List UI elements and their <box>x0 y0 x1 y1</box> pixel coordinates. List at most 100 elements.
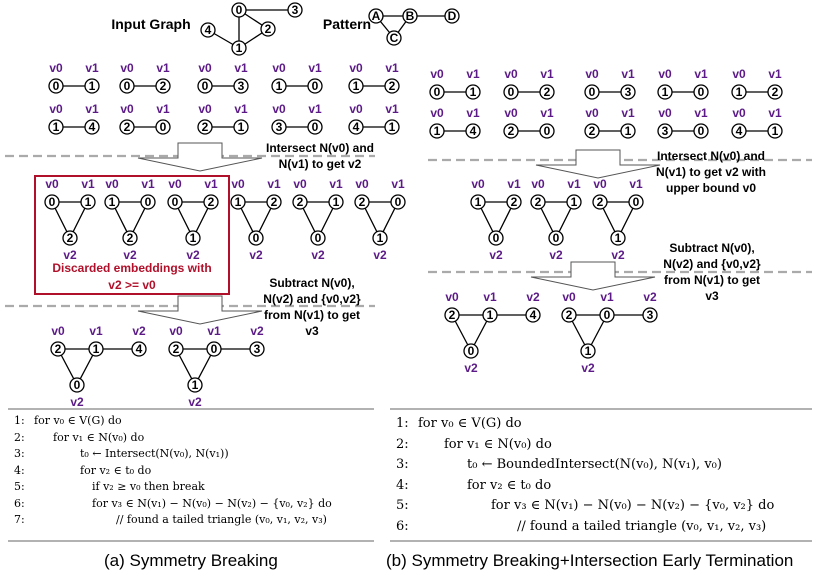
left-result-1-node-v0-label: 2 <box>173 342 180 356</box>
right-pair-9-node-b <box>767 123 783 139</box>
left-pair-0-node-b <box>84 78 100 94</box>
pattern-node-C <box>386 30 402 46</box>
right-step2-text-3: v3 <box>705 289 719 303</box>
left-tri-4-node-v0 <box>292 194 308 210</box>
left-pair-4-node-a-label: 1 <box>353 79 360 93</box>
right-pair-9-node-a <box>731 123 747 139</box>
right-result-0-node-v2-label: 0 <box>468 344 475 358</box>
left-pair-2-v1-label: v1 <box>234 61 248 75</box>
left-pair-6-node-a <box>119 119 135 135</box>
pattern-node-B <box>402 8 418 24</box>
left-pair-1-node-a-label: 0 <box>124 79 131 93</box>
right-pair-6-node-b <box>539 123 555 139</box>
right-result-0-v2-label: v2 <box>464 361 478 375</box>
left-tri-1-v1-label: v1 <box>141 177 155 191</box>
right-arrow-2 <box>530 261 656 291</box>
input-graph-node-4-label: 4 <box>205 23 212 37</box>
left-result-1-node-v1 <box>206 341 222 357</box>
left-tri-3-v1-label: v1 <box>267 177 281 191</box>
right-pair-5-v0-label: v0 <box>430 106 444 120</box>
left-tri-1-node-v0-label: 1 <box>109 195 116 209</box>
right-result-1-node-v2-label: 1 <box>585 344 592 358</box>
left-pair-9-v1-label: v1 <box>385 102 399 116</box>
left-pair-4-node-b-label: 2 <box>389 79 396 93</box>
input-graph-node-0 <box>231 2 247 18</box>
left-pair-5-node-b <box>84 119 100 135</box>
algo-line-text: for v₀ ∈ V(G) do <box>418 416 522 431</box>
input-graph-node-2 <box>260 21 276 37</box>
left-tri-3-node-v2 <box>248 230 264 246</box>
right-result-0-node-v0-label: 2 <box>449 308 456 322</box>
right-pair-6-node-b-label: 0 <box>544 124 551 138</box>
right-tri-1-node-v2-label: 0 <box>553 231 560 245</box>
left-tri-4-node-v1-label: 1 <box>333 195 340 209</box>
algo-line-text: for v₁ ∈ N(v₀) do <box>444 436 552 452</box>
left-tri-5-v2-label: v2 <box>373 248 387 262</box>
right-pair-6-node-a-label: 2 <box>508 124 515 138</box>
right-result-1-v3-col-label: v2 <box>643 290 657 304</box>
left-pair-8-node-a <box>271 119 287 135</box>
right-pair-4-node-b-label: 2 <box>772 85 779 99</box>
left-pair-3-node-b <box>307 78 323 94</box>
right-tri-1-v1-label: v1 <box>567 177 581 191</box>
right-pair-7-v1-label: v1 <box>621 106 635 120</box>
right-pair-7-v0-label: v0 <box>585 106 599 120</box>
right-tri-0-node-v0 <box>470 194 486 210</box>
left-tri-0-node-v1 <box>80 194 96 210</box>
right-pair-1-node-a-label: 0 <box>508 85 515 99</box>
right-pair-3-v0-label: v0 <box>658 67 672 81</box>
right-tri-1-node-v1-label: 1 <box>571 195 578 209</box>
left-pair-6-node-a-label: 2 <box>124 120 131 134</box>
left-pair-4-v1-label: v1 <box>385 61 399 75</box>
right-pair-2-node-b-label: 3 <box>625 85 632 99</box>
left-pair-9-node-a-label: 4 <box>353 120 360 134</box>
left-pair-5-v1-label: v1 <box>85 102 99 116</box>
right-result-0-node-v1-label: 1 <box>487 308 494 322</box>
left-tri-2-node-v1-label: 2 <box>208 195 215 209</box>
left-pair-6-node-b <box>155 119 171 135</box>
left-tri-1-node-v2 <box>122 230 138 246</box>
right-pair-5-v1-label: v1 <box>466 106 480 120</box>
left-pair-1-node-b <box>155 78 171 94</box>
left-tri-2-node-v2 <box>185 230 201 246</box>
right-pair-0-node-a <box>429 84 445 100</box>
left-tri-2-v2-label: v2 <box>186 248 200 262</box>
algo-line-text: for v₃ ∈ N(v₁) − N(v₀) − N(v₂) − {v₀, v₂… <box>92 496 332 510</box>
right-result-1-node-v2 <box>580 343 596 359</box>
right-pair-1-node-b-label: 2 <box>544 85 551 99</box>
left-result-1-node-v0 <box>168 341 184 357</box>
left-pair-0-node-a <box>48 78 64 94</box>
left-result-0-node-v0-label: 2 <box>55 342 62 356</box>
discard-box <box>34 175 230 295</box>
right-tri-2-node-v1 <box>628 194 644 210</box>
left-pair-3-node-a-label: 1 <box>276 79 283 93</box>
left-pair-7-node-a-label: 2 <box>202 120 209 134</box>
left-pair-2-v0-label: v0 <box>198 61 212 75</box>
left-tri-2-node-v2-label: 1 <box>190 231 197 245</box>
left-tri-1-node-v1 <box>140 194 156 210</box>
right-pair-5-node-a <box>429 123 445 139</box>
right-pair-4-node-b <box>767 84 783 100</box>
right-result-1-node-v1 <box>599 307 615 323</box>
left-result-0-node-v1 <box>88 341 104 357</box>
right-step2-text-1: N(v2) and {v0,v2} <box>663 257 761 271</box>
left-tri-5-v0-label: v0 <box>355 177 369 191</box>
right-pair-9-v1-label: v1 <box>768 106 782 120</box>
right-tri-1-node-v1 <box>566 194 582 210</box>
right-tri-2-node-v2-label: 1 <box>615 231 622 245</box>
input-graph-node-4 <box>200 22 216 38</box>
left-result-0-node-v1-label: 1 <box>93 342 100 356</box>
left-step2-text-0: Subtract N(v0), <box>269 276 354 290</box>
right-pair-1-node-a <box>503 84 519 100</box>
right-pair-2-node-b <box>620 84 636 100</box>
left-tri-5-node-v1 <box>390 194 406 210</box>
right-result-1-node-v0 <box>561 307 577 323</box>
left-tri-2-v1-label: v1 <box>204 177 218 191</box>
right-step2-text-2: from N(v1) to get <box>664 273 760 287</box>
left-tri-4-node-v2-label: 0 <box>315 231 322 245</box>
left-tri-3-node-v2-label: 0 <box>253 231 260 245</box>
left-pair-1-v0-label: v0 <box>120 61 134 75</box>
right-result-0-v3-col-label: v2 <box>526 290 540 304</box>
left-result-1-v2-label: v2 <box>188 395 202 409</box>
